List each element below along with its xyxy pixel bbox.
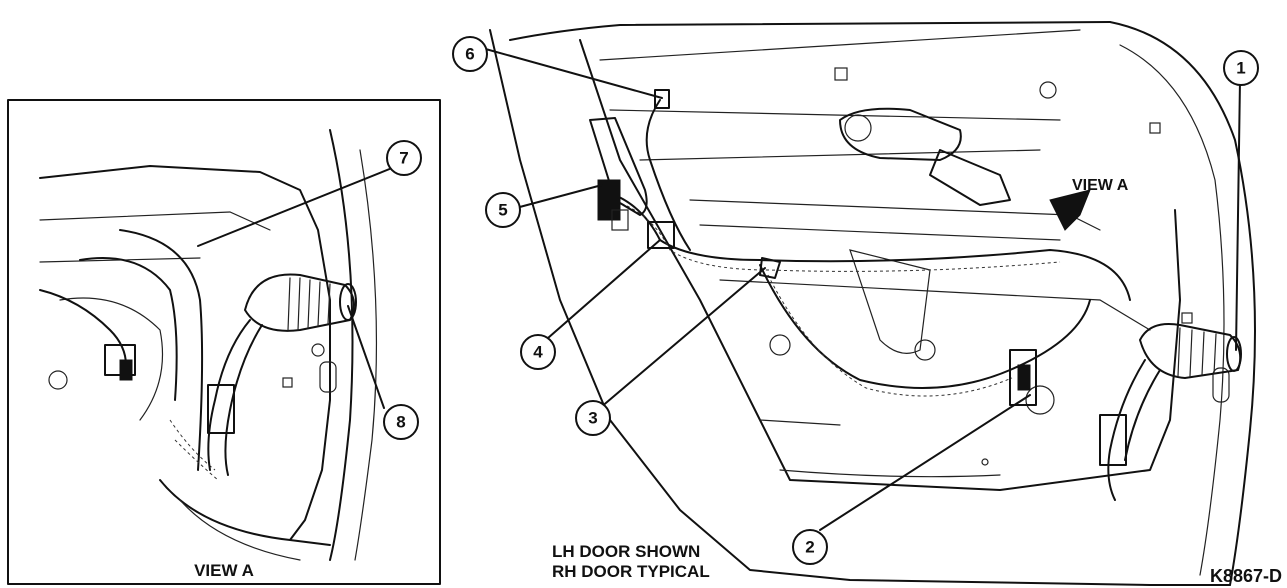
leader-8	[347, 305, 385, 409]
svg-text:3: 3	[588, 409, 597, 428]
door-top-edge	[509, 21, 1111, 41]
note-line-2: RH DOOR TYPICAL	[552, 562, 710, 581]
callout-6: 6	[452, 36, 488, 72]
leader-7	[197, 167, 393, 247]
inset-harness-wire-2	[79, 257, 178, 401]
harness-retainer	[759, 257, 781, 279]
grommet-wire-bundle-2	[1124, 369, 1161, 461]
svg-text:6: 6	[465, 45, 474, 64]
inset-wire-bundle	[207, 319, 251, 471]
inset-lower-curve-2	[179, 499, 301, 561]
panel-hole-5	[769, 334, 791, 356]
inset-hatch	[169, 419, 219, 481]
inset-connector-plug	[119, 359, 133, 381]
inset-grommet	[244, 273, 357, 332]
switch-bracket	[611, 209, 629, 231]
inset-panel-line	[39, 211, 271, 231]
inset-harness-wire	[119, 229, 204, 471]
svg-text:1: 1	[1236, 59, 1245, 78]
door-leading-edge	[489, 29, 1231, 586]
inset-hole	[48, 370, 68, 390]
panel-hole-2	[1039, 81, 1057, 99]
inner-panel-outline	[579, 39, 1181, 491]
panel-hole-3	[1025, 385, 1055, 415]
lower-connector	[1009, 349, 1037, 406]
grommet-connector	[1099, 414, 1127, 466]
grommet-wire-bundle	[1107, 359, 1146, 501]
inset-body-edge	[354, 149, 378, 561]
callout-8: 8	[383, 404, 419, 440]
svg-text:4: 4	[533, 343, 543, 362]
harness-lower-loop	[759, 264, 1091, 389]
mirror-switch-connector	[589, 117, 648, 216]
figure-code: K8867-D	[1210, 566, 1282, 586]
inset-wire-bundle-2	[224, 324, 263, 476]
square-hole-2	[1149, 122, 1161, 134]
harness-clip	[654, 89, 670, 109]
inset-connector-body	[207, 384, 235, 434]
bottom-curve	[779, 469, 1001, 478]
bottom-strip	[759, 419, 841, 426]
view-a-inset-label: VIEW A	[194, 561, 254, 580]
inset-frame	[7, 99, 441, 585]
callout-3: 3	[575, 400, 611, 436]
main-grommet	[1139, 323, 1242, 379]
panel-hole	[844, 114, 872, 142]
inset-cutout	[59, 297, 164, 421]
harness-riser	[645, 99, 691, 251]
window-reinforcement	[689, 199, 1101, 241]
slot-hole	[1212, 367, 1230, 403]
leader-1	[1235, 79, 1241, 351]
panel-hole-4	[914, 339, 936, 361]
callout-4: 4	[520, 334, 556, 370]
note-line-1: LH DOOR SHOWN	[552, 542, 700, 561]
harness-lower-hatch	[767, 274, 1013, 397]
inner-panel-ribs	[599, 29, 1081, 161]
inset-door-outer-edge	[329, 129, 354, 561]
harness-wire-hatch	[609, 199, 1061, 272]
view-a-arrow	[1049, 189, 1091, 231]
square-hole	[834, 67, 848, 81]
svg-text:8: 8	[396, 413, 405, 432]
callout-2: 2	[792, 529, 828, 565]
inner-channel	[719, 279, 1151, 331]
inline-connector	[647, 221, 675, 249]
harness-wire	[599, 189, 1131, 301]
speaker-cutout	[849, 249, 931, 354]
svg-text:5: 5	[498, 201, 507, 220]
leader-5	[515, 184, 603, 209]
inset-hole-2	[311, 343, 325, 357]
leader-6	[481, 47, 663, 99]
callout-7: 7	[386, 140, 422, 176]
callout-5: 5	[485, 192, 521, 228]
svg-text:2: 2	[805, 538, 814, 557]
inset-square-hole	[282, 377, 293, 388]
latch-mechanism	[929, 149, 1011, 206]
inset-slot	[319, 361, 337, 393]
door-inner-trailing-edge	[1119, 44, 1225, 576]
leader-3	[599, 267, 766, 409]
door-trailing-edge	[1109, 21, 1256, 586]
main-door-view: VIEW A LH DOOR SHOWN RH DOOR TYPICAL K88…	[481, 21, 1282, 586]
square-hole-3	[1181, 312, 1193, 324]
inset-wire-loop	[39, 289, 127, 376]
inset-lower-curve	[159, 479, 331, 546]
small-hole	[981, 458, 989, 466]
view-a-inset: VIEW A	[7, 99, 441, 585]
svg-text:7: 7	[399, 149, 408, 168]
callout-1: 1	[1223, 50, 1259, 86]
leader-2	[819, 394, 1031, 531]
inset-door-edge	[39, 165, 331, 541]
leader-4	[547, 239, 661, 339]
lower-connector-plug	[1017, 364, 1031, 391]
handle-cutout	[839, 107, 962, 161]
view-a-arrow-label: VIEW A	[1072, 177, 1129, 194]
